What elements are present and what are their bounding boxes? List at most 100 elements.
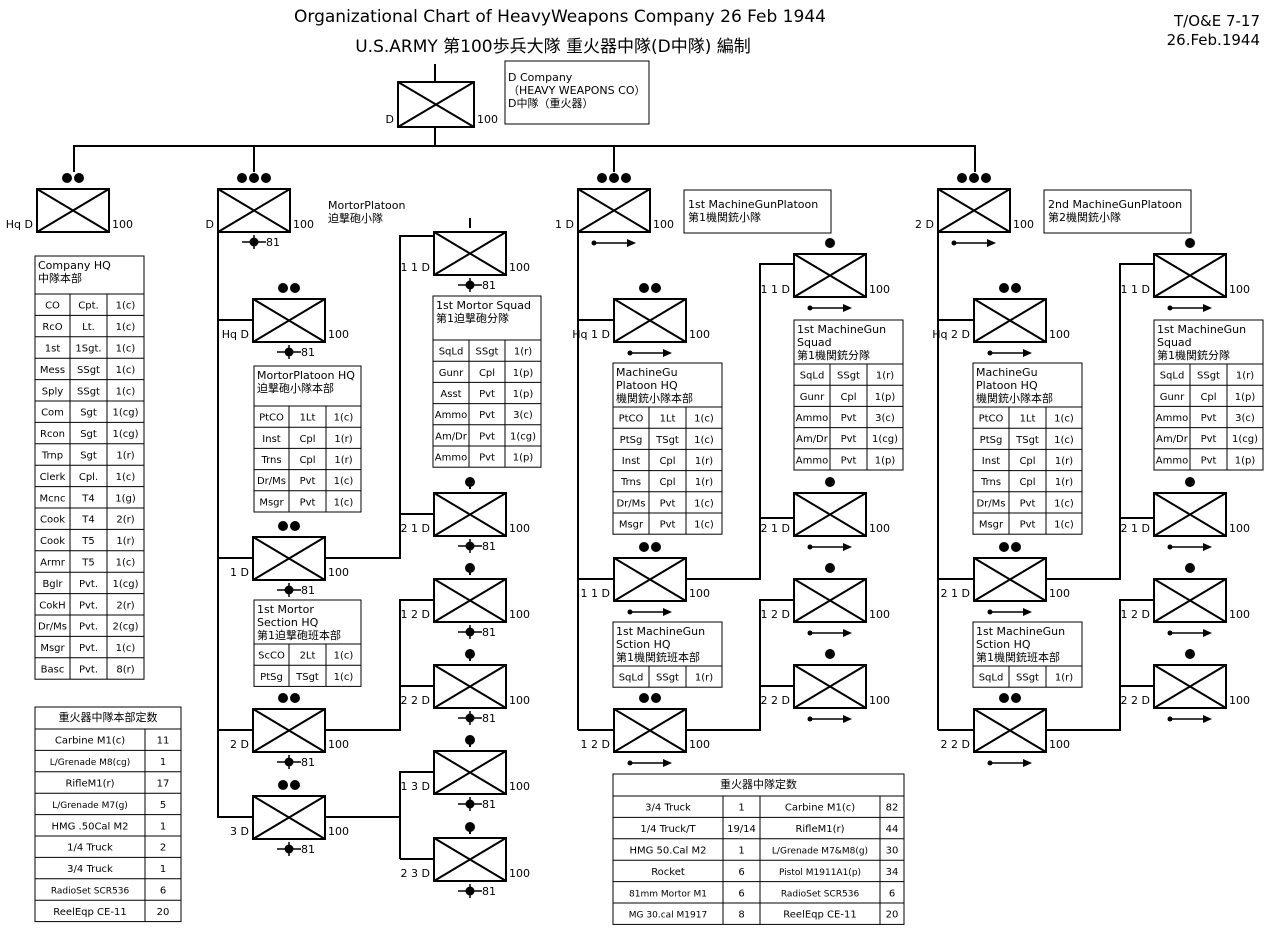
- machine-gun-icon: [843, 543, 852, 551]
- table-row: Pvt: [479, 389, 495, 400]
- table-row: TSgt: [295, 672, 319, 683]
- parent-unit: 100: [328, 566, 349, 579]
- table-cell: SSgt: [656, 673, 679, 684]
- unit-designation: 1 3 D: [401, 780, 430, 793]
- unit-designation: 1 2 D: [761, 608, 790, 621]
- table-cell: PtSg: [620, 435, 643, 446]
- table-cell: 1(r): [1236, 371, 1254, 382]
- table-cell: 1(p): [875, 392, 896, 403]
- parent-unit: 100: [509, 694, 530, 707]
- table-row: Clerk: [40, 472, 66, 483]
- table-row: SqLd: [619, 673, 644, 684]
- table-row: 1(r): [116, 451, 134, 462]
- parent-unit: 100: [328, 825, 349, 838]
- toe-reference: T/O&E 7-17: [1173, 12, 1260, 30]
- table-row: 1(p): [1235, 392, 1256, 403]
- table-row: Gunr: [800, 392, 825, 403]
- table-row: SSgt: [1197, 371, 1220, 382]
- table-row: 1(cg): [112, 408, 138, 419]
- table-title: Sction HQ: [616, 638, 671, 651]
- table-row: 1(c): [1054, 414, 1074, 425]
- table-frame: [972, 362, 1083, 535]
- table-row: Msgr: [619, 520, 644, 531]
- machine-gun-icon: [1023, 759, 1032, 767]
- table-row: Pvt: [841, 455, 857, 466]
- table-row: Dr/Ms: [257, 476, 286, 487]
- table-row: 1(c): [334, 651, 354, 662]
- table-row: Am/Dr: [1156, 434, 1189, 445]
- table-cell: Cpl: [840, 392, 856, 403]
- table-row: 1(c): [694, 498, 714, 509]
- table-cell: 1: [160, 821, 166, 832]
- machine-gun-icon: [987, 239, 996, 247]
- table-row: Rocket: [651, 867, 685, 878]
- table-cell: Ammo: [435, 453, 467, 464]
- echelon-dot: [957, 173, 967, 183]
- table-cell: PtCO: [979, 414, 1004, 425]
- table-row: 20: [157, 907, 170, 918]
- connector: [325, 599, 434, 731]
- company-caption: D Company（HEAVY WEAPONS CO）D中隊（重火器）: [504, 60, 650, 125]
- table-title: 重火器中隊本部定数: [59, 710, 158, 724]
- table-title: Platoon HQ: [616, 379, 678, 392]
- table-row: PtSg: [980, 435, 1003, 446]
- cross-line: [1153, 253, 1227, 298]
- table-cell: RcO: [42, 322, 62, 333]
- table-row: 1st: [45, 344, 61, 355]
- cross-line: [1153, 578, 1227, 623]
- echelon-dot: [290, 693, 300, 703]
- table-row: Cpl: [299, 455, 315, 466]
- parent-unit: 100: [509, 608, 530, 621]
- caption-line: 第2機関銃小隊: [1048, 210, 1121, 224]
- table-row: Pvt: [1201, 455, 1217, 466]
- cross-line: [1153, 664, 1227, 709]
- echelon-dot: [249, 173, 259, 183]
- cross-line: [973, 557, 1047, 602]
- table-cell: Cpl.: [79, 472, 98, 483]
- machine-gun-icon: [627, 239, 636, 247]
- table-row: 1(r): [695, 456, 713, 467]
- table-row: 1(c): [116, 322, 136, 333]
- connector: [686, 263, 794, 580]
- table-row: TSgt: [655, 435, 679, 446]
- table-cell: Ammo: [1156, 413, 1188, 424]
- table-row: Am/Dr: [796, 434, 829, 445]
- table-row: 44: [886, 824, 899, 835]
- table-cell: TSgt: [655, 435, 679, 446]
- table-row: ScCO: [258, 651, 285, 662]
- table-cell: Inst: [622, 456, 640, 467]
- table-row: 1(c): [116, 386, 136, 397]
- table-row: 1: [738, 846, 744, 857]
- table-cell: 3(c): [513, 410, 533, 421]
- table-frame: [1153, 319, 1264, 471]
- table-cell: Pvt: [1020, 498, 1036, 509]
- table-cell: 1(c): [694, 498, 714, 509]
- caption-line: （HEAVY WEAPONS CO）: [508, 84, 645, 97]
- table-row: 1(c): [694, 520, 714, 531]
- table-cell: 1(r): [334, 455, 352, 466]
- table-row: Trnp: [41, 451, 63, 462]
- table-row: Ammo: [435, 453, 467, 464]
- table-cell: Gunr: [800, 392, 825, 403]
- unit-designation: 2 D: [915, 218, 934, 231]
- table-row: 1(c): [334, 413, 354, 424]
- table-cell: Inst: [262, 434, 280, 445]
- unit-designation: 2 1 D: [401, 522, 430, 535]
- parent-unit: 100: [328, 738, 349, 751]
- table-title: 機関銃小隊本部: [616, 391, 693, 405]
- table-cell: T5: [81, 558, 94, 569]
- table-row: PtSg: [260, 672, 283, 683]
- unit-designation: 1 2 D: [581, 738, 610, 751]
- table-cell: HMG .50Cal M2: [51, 821, 128, 832]
- table-row: Cook: [40, 536, 65, 547]
